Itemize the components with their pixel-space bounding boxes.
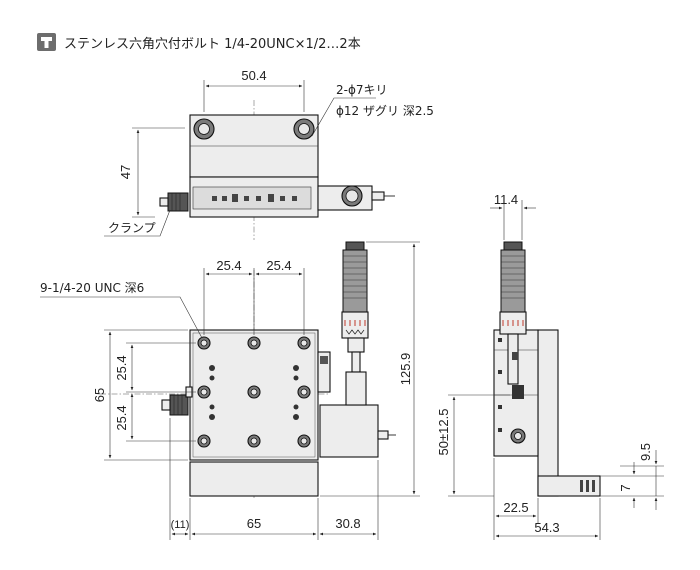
header-title: ステンレス六角穴付ボルト 1/4-20UNC×1/2…2本 [64, 37, 361, 52]
top-view: 50.4 47 2-ϕ7キリ ϕ12 ザグリ 深2.5 クランプ [104, 68, 434, 240]
side-bracket [537, 329, 559, 497]
dim-foot-thk: 7 [618, 484, 633, 491]
dim-depth: 65 [92, 388, 107, 402]
note-holes: 2-ϕ7キリ [336, 83, 388, 97]
dim-side-top: 11.4 [494, 192, 518, 207]
dim-side-width: 54.3 [534, 520, 559, 535]
small-holes [209, 365, 299, 420]
top-hole-left-inner [198, 123, 210, 135]
dim-side-offset: 22.5 [503, 500, 528, 515]
dim-pitch-y2: 25.4 [114, 405, 129, 430]
top-stage-rail [192, 186, 312, 210]
note-tapped-holes: 9-1/4-20 UNC 深6 [40, 281, 144, 295]
dim-pitch-x1: 25.4 [216, 258, 241, 273]
dim-top-hole-pitch: 50.4 [241, 68, 266, 83]
leader-line [104, 209, 171, 237]
note-counterbore: ϕ12 ザグリ 深2.5 [336, 104, 434, 118]
top-micrometer-end [371, 191, 385, 201]
header-badge [37, 33, 56, 51]
front-clamp-shaft [161, 399, 171, 411]
top-clamp-shaft [159, 197, 169, 207]
front-micrometer-end [377, 430, 389, 440]
front-side-bracket-mark [320, 356, 328, 364]
side-foot-holes [580, 480, 595, 492]
dim-foot-height: 9.5 [638, 443, 653, 461]
top-stage-screws [212, 194, 297, 202]
leader-line [311, 97, 376, 137]
dim-pitch-x2: 25.4 [266, 258, 291, 273]
dim-pitch-y1: 25.4 [114, 355, 129, 380]
top-clamp-knob [167, 192, 189, 212]
dim-total-height: 125.9 [398, 353, 413, 386]
side-view: 11.4 50±12.5 9.5 7 22.5 54.3 [436, 192, 664, 540]
front-micrometer-block [319, 404, 379, 458]
dim-width: 65 [247, 516, 261, 531]
dim-offset: (11) [171, 519, 190, 531]
top-hole-right-inner [298, 123, 310, 135]
dim-micrometer-offset: 30.8 [335, 516, 360, 531]
micrometer [341, 241, 369, 406]
front-base [189, 461, 319, 497]
dim-stroke: 50±12.5 [436, 409, 451, 456]
side-micrometer [499, 241, 527, 385]
callout-clamp: クランプ [108, 221, 156, 235]
front-clamp-knob [169, 394, 189, 416]
side-foot [537, 475, 601, 497]
side-stage-marks [498, 338, 524, 432]
t-screw-glyph [41, 37, 52, 48]
side-knob-inner [514, 432, 522, 440]
dim-top-height: 47 [118, 165, 133, 179]
leader-line [40, 296, 203, 339]
front-view: 9-1/4-20 UNC 深6 25.4 25.4 25.4 25.4 65 1… [40, 241, 420, 540]
top-micrometer-ring-inner [345, 189, 359, 203]
tapped-hole-grid [197, 336, 311, 448]
